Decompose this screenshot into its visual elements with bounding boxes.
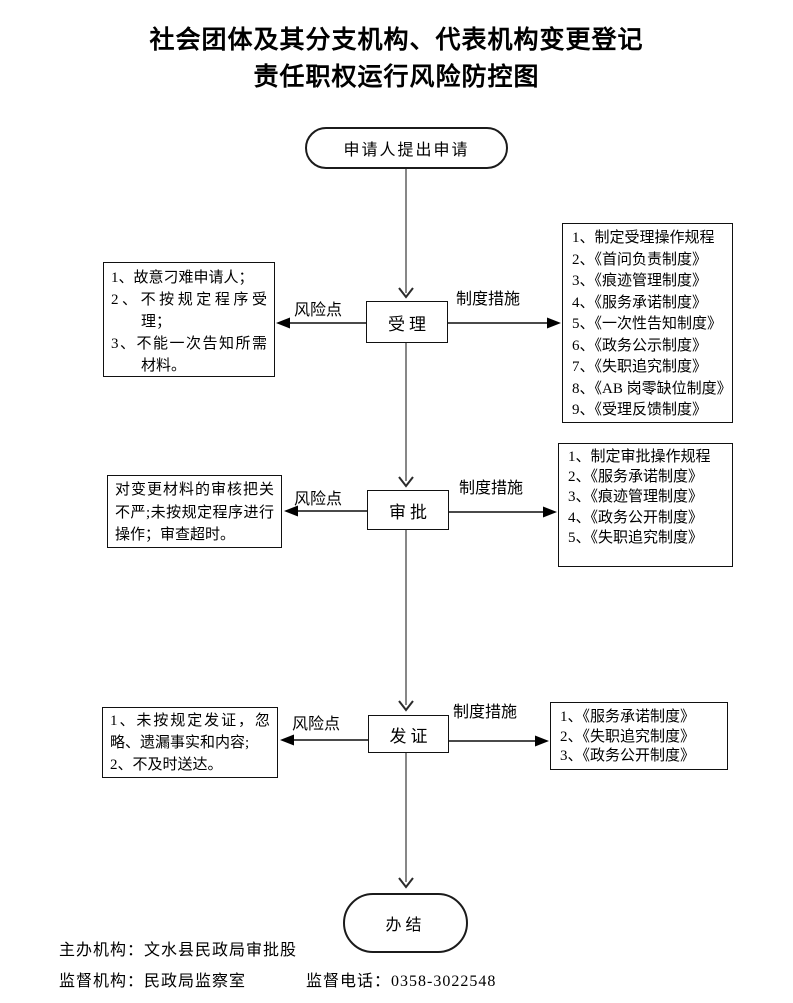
list-item: 4、《政务公开制度》 — [568, 509, 704, 526]
list-item: 2、《失职追究制度》 — [560, 728, 696, 745]
measures-label-review: 制度措施 — [459, 480, 524, 497]
arrow-start-to-step1 — [398, 169, 414, 299]
list-item: 3、《痕迹管理制度》 — [568, 489, 704, 506]
list-item: 1、故意刁难申请人； — [111, 270, 254, 286]
footer-host-org: 主办机构：文水县民政局审批股 — [59, 942, 298, 959]
list-item: 2、《首问负责制度》 — [572, 251, 708, 268]
title-line-2: 责任职权运行风险防控图 — [253, 64, 540, 91]
step-box-issue-label: 发证 — [389, 726, 432, 746]
arrow-step2-risk — [284, 505, 367, 517]
step-box-review-label: 审批 — [389, 502, 431, 522]
list-item: 5、《失职追究制度》 — [568, 529, 704, 546]
list-item: 9、《受理反馈制度》 — [572, 402, 708, 418]
list-item: 3、不能一次告知所需材料。 — [111, 336, 267, 374]
arrow-step2-to-step3 — [398, 530, 414, 712]
list-item: 6、《政务公示制度》 — [572, 337, 708, 354]
list-item: 7、《失职追究制度》 — [572, 359, 708, 375]
risk-point-label-accept: 风险点 — [294, 302, 343, 319]
risk-box-accept: 1、故意刁难申请人； 2、不按规定程序受理； 3、不能一次告知所需材料。 — [103, 262, 275, 377]
step-box-accept: 受理 — [366, 301, 448, 343]
list-item: 4、《服务承诺制度》 — [572, 294, 708, 311]
list-item: 1、制定受理操作规程 — [572, 230, 715, 246]
list-item: 1、《服务承诺制度》 — [560, 709, 696, 725]
list-item: 1、未按规定发证，忽略、遗漏事实和内容; — [110, 713, 270, 751]
arrow-step2-measures — [449, 506, 557, 518]
list-item: 3、《政务公开制度》 — [560, 748, 696, 764]
footer-supervisor-phone: 监督电话：0358-3022548 — [306, 973, 497, 990]
step-box-issue: 发证 — [368, 715, 449, 753]
measures-box-review: 1、制定审批操作规程 2、《服务承诺制度》 3、《痕迹管理制度》 4、《政务公开制度》… — [558, 443, 733, 567]
arrow-step3-measures — [449, 735, 549, 747]
list-item: 8、《AB 岗零缺位制度》 — [572, 380, 732, 397]
arrow-step1-to-step2 — [398, 343, 414, 488]
arrow-step3-risk — [280, 734, 368, 746]
page-title: 社会团体及其分支机构、代表机构变更登记 责任职权运行风险防控图 — [0, 22, 793, 96]
measures-box-accept: 1、制定受理操作规程 2、《首问负责制度》 3、《痕迹管理制度》 4、《服务承诺制度》… — [562, 223, 733, 423]
list-item: 2、不及时送达。 — [110, 757, 223, 773]
footer-supervisor-org: 监督机构：民政局监察室 — [59, 973, 247, 990]
step-box-accept-label: 受理 — [388, 314, 430, 334]
measures-label-accept: 制度措施 — [456, 291, 521, 308]
measures-box-issue: 1、《服务承诺制度》 2、《失职追究制度》 3、《政务公开制度》 — [550, 702, 728, 770]
arrow-step1-risk — [276, 317, 366, 329]
start-node: 申请人提出申请 — [305, 127, 508, 169]
arrow-step3-to-end — [398, 753, 414, 889]
risk-point-label-issue: 风险点 — [292, 716, 341, 733]
step-box-review: 审批 — [367, 490, 449, 530]
end-node-label: 办结 — [385, 917, 426, 934]
title-line-1: 社会团体及其分支机构、代表机构变更登记 — [149, 27, 644, 54]
end-node: 办结 — [343, 893, 468, 953]
list-item: 对变更材料的审核把关不严;未按规定程序进行操作；审查超时。 — [115, 482, 274, 543]
arrow-step1-measures — [448, 317, 561, 329]
risk-point-label-review: 风险点 — [294, 491, 343, 508]
list-item: 5、《一次性告知制度》 — [572, 316, 723, 332]
risk-box-review: 对变更材料的审核把关不严;未按规定程序进行操作；审查超时。 — [107, 475, 282, 548]
measures-label-issue: 制度措施 — [453, 704, 518, 721]
start-node-label: 申请人提出申请 — [343, 142, 470, 159]
list-item: 2、不按规定程序受理； — [111, 292, 267, 330]
list-item: 3、《痕迹管理制度》 — [572, 273, 708, 289]
risk-box-issue: 1、未按规定发证，忽略、遗漏事实和内容; 2、不及时送达。 — [102, 707, 278, 778]
list-item: 2、《服务承诺制度》 — [568, 469, 704, 486]
list-item: 1、制定审批操作规程 — [568, 449, 711, 465]
